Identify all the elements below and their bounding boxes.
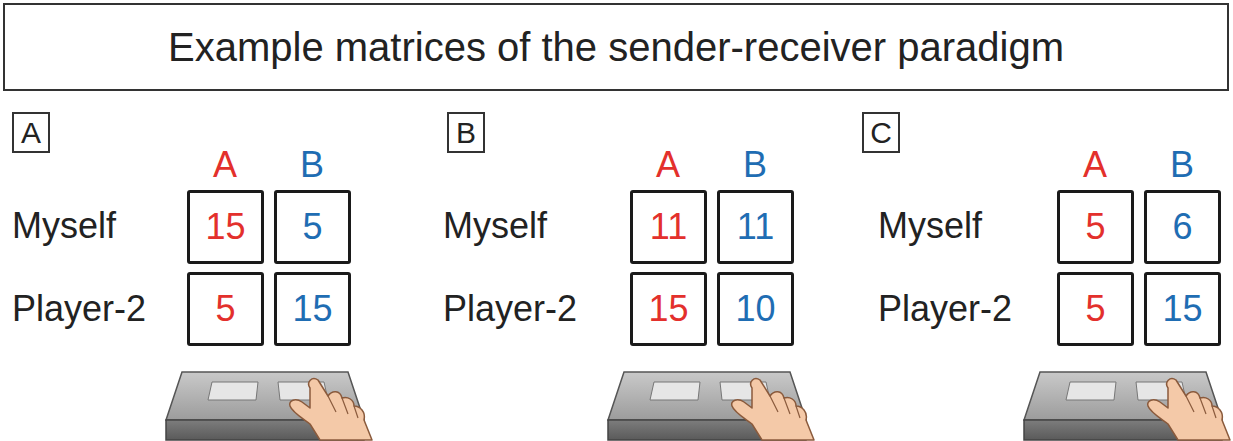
payoff-cell: 5 xyxy=(187,272,264,346)
panel-letter: B xyxy=(456,116,476,149)
payoff-value: 5 xyxy=(215,289,235,329)
payoff-value: 10 xyxy=(735,289,775,329)
payoff-value: 15 xyxy=(648,289,688,329)
payoff-cell: 15 xyxy=(1144,272,1221,346)
option-header: B xyxy=(743,145,767,185)
payoff-cell: 5 xyxy=(274,190,351,264)
payoff-value: 11 xyxy=(650,207,687,247)
payoff-cell: 5 xyxy=(1057,190,1134,264)
panel-letter: C xyxy=(870,116,892,149)
payoff-value: 6 xyxy=(1172,207,1192,247)
payoff-value: 15 xyxy=(205,207,245,247)
payoff-value: 5 xyxy=(1085,207,1105,247)
payoff-cell: 6 xyxy=(1144,190,1221,264)
payoff-value: 15 xyxy=(292,289,332,329)
device-illustration xyxy=(608,372,814,440)
payoff-cell: 10 xyxy=(717,272,794,346)
row-label: Myself xyxy=(12,206,116,246)
payoff-cell: 15 xyxy=(630,272,707,346)
row-label: Player-2 xyxy=(878,289,1012,329)
device-illustration xyxy=(1024,372,1230,440)
payoff-value: 15 xyxy=(1162,289,1202,329)
title-box: Example matrices of the sender-receiver … xyxy=(3,3,1229,91)
row-label: Player-2 xyxy=(443,289,577,329)
payoff-cell: 5 xyxy=(1057,272,1134,346)
row-label: Player-2 xyxy=(12,289,146,329)
payoff-cell: 15 xyxy=(274,272,351,346)
title-text: Example matrices of the sender-receiver … xyxy=(168,25,1064,69)
row-label: Myself xyxy=(443,206,547,246)
panel-letter: A xyxy=(21,116,41,149)
option-header: A xyxy=(1083,145,1107,185)
payoff-value: 5 xyxy=(302,207,322,247)
panel-label-box: C xyxy=(862,112,900,153)
option-header: A xyxy=(213,145,237,185)
panel-label-box: A xyxy=(12,112,50,153)
payoff-cell: 15 xyxy=(187,190,264,264)
payoff-value: 5 xyxy=(1085,289,1105,329)
device-illustration xyxy=(166,372,372,440)
payoff-cell: 11 xyxy=(630,190,707,264)
row-label: Myself xyxy=(878,206,982,246)
panel-label-box: B xyxy=(447,112,485,153)
option-header: A xyxy=(656,145,680,185)
option-header: B xyxy=(300,145,324,185)
payoff-value: 11 xyxy=(737,207,774,247)
option-header: B xyxy=(1170,145,1194,185)
payoff-cell: 11 xyxy=(717,190,794,264)
